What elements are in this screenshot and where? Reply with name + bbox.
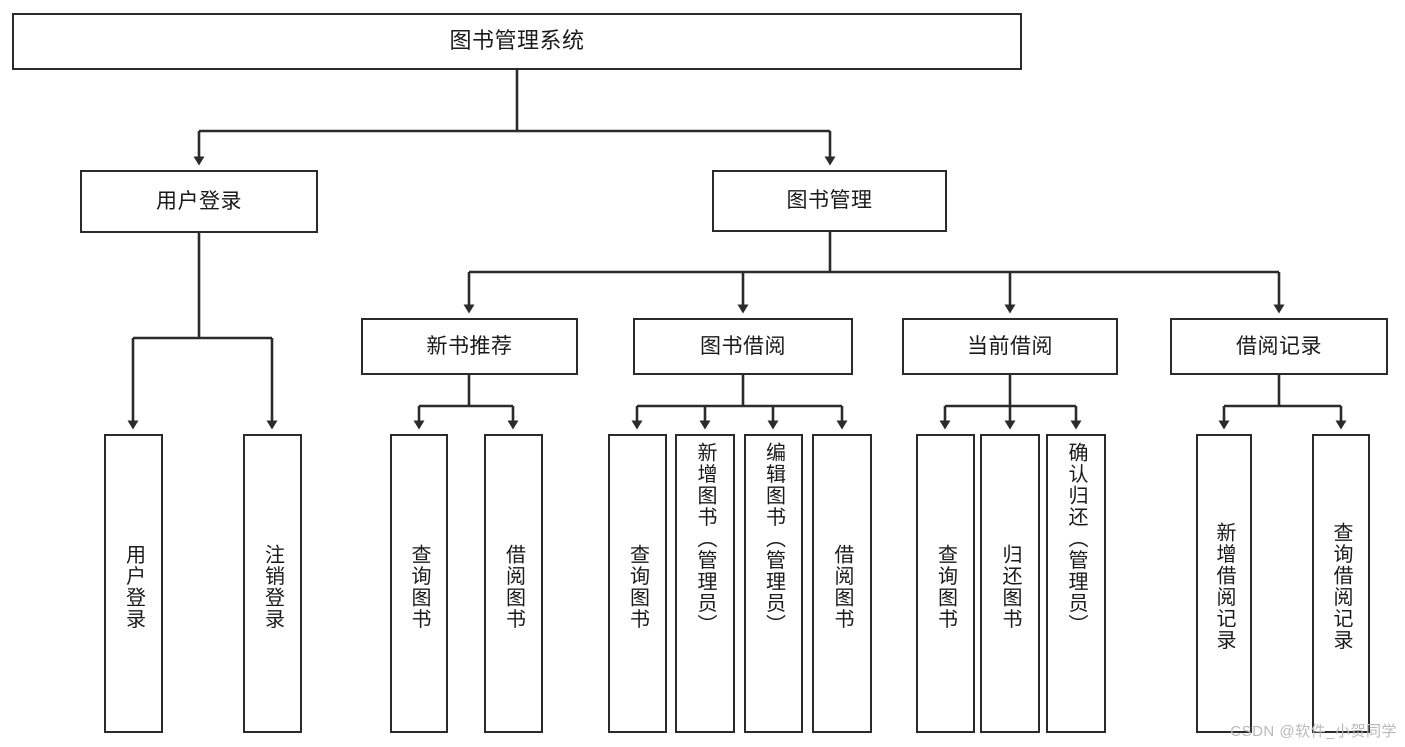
leaf-current-query-book-label: 查询图书 [934, 543, 957, 630]
node-new-book-recommend-label: 新书推荐 [426, 334, 513, 358]
leaf-recommend-borrow-book[interactable]: 借阅图书 [484, 434, 543, 733]
watermark: CSDN @软件_小贺同学 [1230, 723, 1397, 740]
node-user-login[interactable]: 用户登录 [80, 170, 318, 233]
leaf-borrow-book[interactable]: 借阅图书 [812, 434, 872, 733]
leaf-user-login[interactable]: 用户登录 [104, 434, 163, 733]
node-user-login-label: 用户登录 [156, 189, 242, 213]
leaf-borrow-book-label: 借阅图书 [831, 543, 853, 630]
node-root-label: 图书管理系统 [449, 28, 585, 54]
leaf-confirm-return-admin-label: 确认归还（管理员） [1065, 442, 1087, 636]
node-borrow-record[interactable]: 借阅记录 [1170, 318, 1388, 375]
leaf-add-book-admin-label: 新增图书（管理员） [694, 442, 716, 636]
leaf-user-login-label: 用户登录 [122, 543, 145, 630]
leaf-query-borrow-record-label: 查询借阅记录 [1330, 522, 1352, 651]
node-book-borrow[interactable]: 图书借阅 [633, 318, 853, 375]
node-new-book-recommend[interactable]: 新书推荐 [361, 318, 578, 375]
node-book-management-label: 图书管理 [786, 189, 873, 213]
leaf-user-logout[interactable]: 注销登录 [243, 434, 302, 733]
node-root[interactable]: 图书管理系统 [12, 13, 1022, 70]
leaf-recommend-borrow-book-label: 借阅图书 [502, 543, 525, 630]
node-borrow-record-label: 借阅记录 [1236, 334, 1322, 358]
leaf-return-book-label: 归还图书 [999, 543, 1021, 630]
node-current-borrow[interactable]: 当前借阅 [902, 318, 1118, 375]
leaf-query-borrow-record[interactable]: 查询借阅记录 [1312, 434, 1370, 733]
leaf-borrow-query-book[interactable]: 查询图书 [608, 434, 667, 733]
leaf-borrow-query-book-label: 查询图书 [626, 543, 649, 630]
node-book-management[interactable]: 图书管理 [712, 170, 947, 232]
leaf-recommend-query-book[interactable]: 查询图书 [390, 434, 448, 733]
leaf-recommend-query-book-label: 查询图书 [408, 543, 430, 630]
leaf-return-book[interactable]: 归还图书 [980, 434, 1040, 733]
leaf-add-book-admin[interactable]: 新增图书（管理员） [675, 434, 735, 733]
leaf-current-query-book[interactable]: 查询图书 [916, 434, 975, 733]
leaf-add-borrow-record[interactable]: 新增借阅记录 [1196, 434, 1252, 733]
leaf-user-logout-label: 注销登录 [261, 543, 284, 630]
node-book-borrow-label: 图书借阅 [700, 334, 786, 358]
leaf-add-borrow-record-label: 新增借阅记录 [1213, 522, 1235, 651]
leaf-edit-book-admin-label: 编辑图书（管理员） [762, 442, 785, 636]
leaf-edit-book-admin[interactable]: 编辑图书（管理员） [744, 434, 803, 733]
leaf-confirm-return-admin[interactable]: 确认归还（管理员） [1046, 434, 1106, 733]
node-current-borrow-label: 当前借阅 [967, 334, 1053, 358]
